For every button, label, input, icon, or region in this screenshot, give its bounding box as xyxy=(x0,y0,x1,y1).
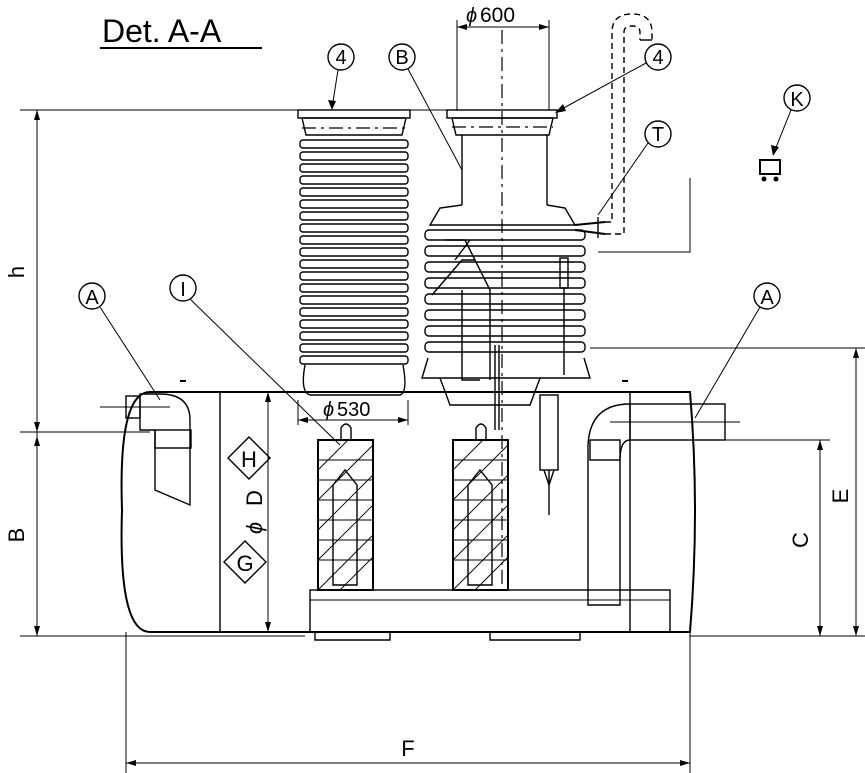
svg-text:h: h xyxy=(4,266,29,278)
filter-insert-right xyxy=(452,423,509,591)
inlet-pipe xyxy=(100,393,192,507)
svg-text:H: H xyxy=(241,447,257,472)
callout-a-left: A xyxy=(78,282,161,401)
svg-text:T: T xyxy=(652,124,664,146)
svg-text:C: C xyxy=(788,532,813,548)
diamond-g: G xyxy=(223,540,267,584)
dim-b: B xyxy=(4,432,40,636)
left-riser xyxy=(297,109,411,396)
dim-c: C xyxy=(725,439,830,636)
tank-body xyxy=(20,391,830,641)
callout-k: K xyxy=(771,84,811,156)
callout-4-left: 4 xyxy=(327,43,355,110)
center-shaft xyxy=(421,109,591,430)
svg-text:ϕ: ϕ xyxy=(242,522,267,534)
svg-text:E: E xyxy=(828,489,853,504)
svg-text:A: A xyxy=(760,287,774,309)
svg-text:530: 530 xyxy=(337,399,370,421)
dim-e: E xyxy=(590,347,865,637)
outlet-pipe xyxy=(587,403,740,606)
svg-text:D: D xyxy=(242,490,267,506)
svg-text:F: F xyxy=(401,736,414,761)
drawing-title: Det. A-A xyxy=(102,13,222,49)
svg-text:A: A xyxy=(85,287,99,309)
svg-text:K: K xyxy=(790,89,804,111)
filter-insert-left xyxy=(317,423,374,591)
callout-t: T xyxy=(597,120,672,216)
dim-f: F xyxy=(125,632,691,773)
dim-h: h xyxy=(4,109,447,433)
callout-4-right: 4 xyxy=(555,43,672,113)
svg-text:ϕ: ϕ xyxy=(466,5,477,27)
callout-b: B xyxy=(388,43,463,171)
svg-text:600: 600 xyxy=(480,4,515,27)
controller-icon xyxy=(759,159,781,182)
diamond-h: H xyxy=(227,436,271,480)
dim-d: ϕ D xyxy=(242,392,271,632)
callout-a-right: A xyxy=(694,282,781,419)
svg-text:4: 4 xyxy=(335,47,346,69)
svg-text:I: I xyxy=(180,279,186,301)
svg-text:B: B xyxy=(4,528,29,543)
probe xyxy=(539,394,559,515)
callout-i: I xyxy=(169,274,341,446)
svg-text:ϕ: ϕ xyxy=(323,399,334,421)
dim-neck-diameter: ϕ 530 xyxy=(297,399,409,425)
dim-top-diameter: ϕ 600 xyxy=(456,4,550,110)
vent-pipe xyxy=(574,13,691,253)
svg-text:G: G xyxy=(236,551,253,576)
svg-text:B: B xyxy=(395,47,408,69)
svg-text:4: 4 xyxy=(652,47,663,69)
